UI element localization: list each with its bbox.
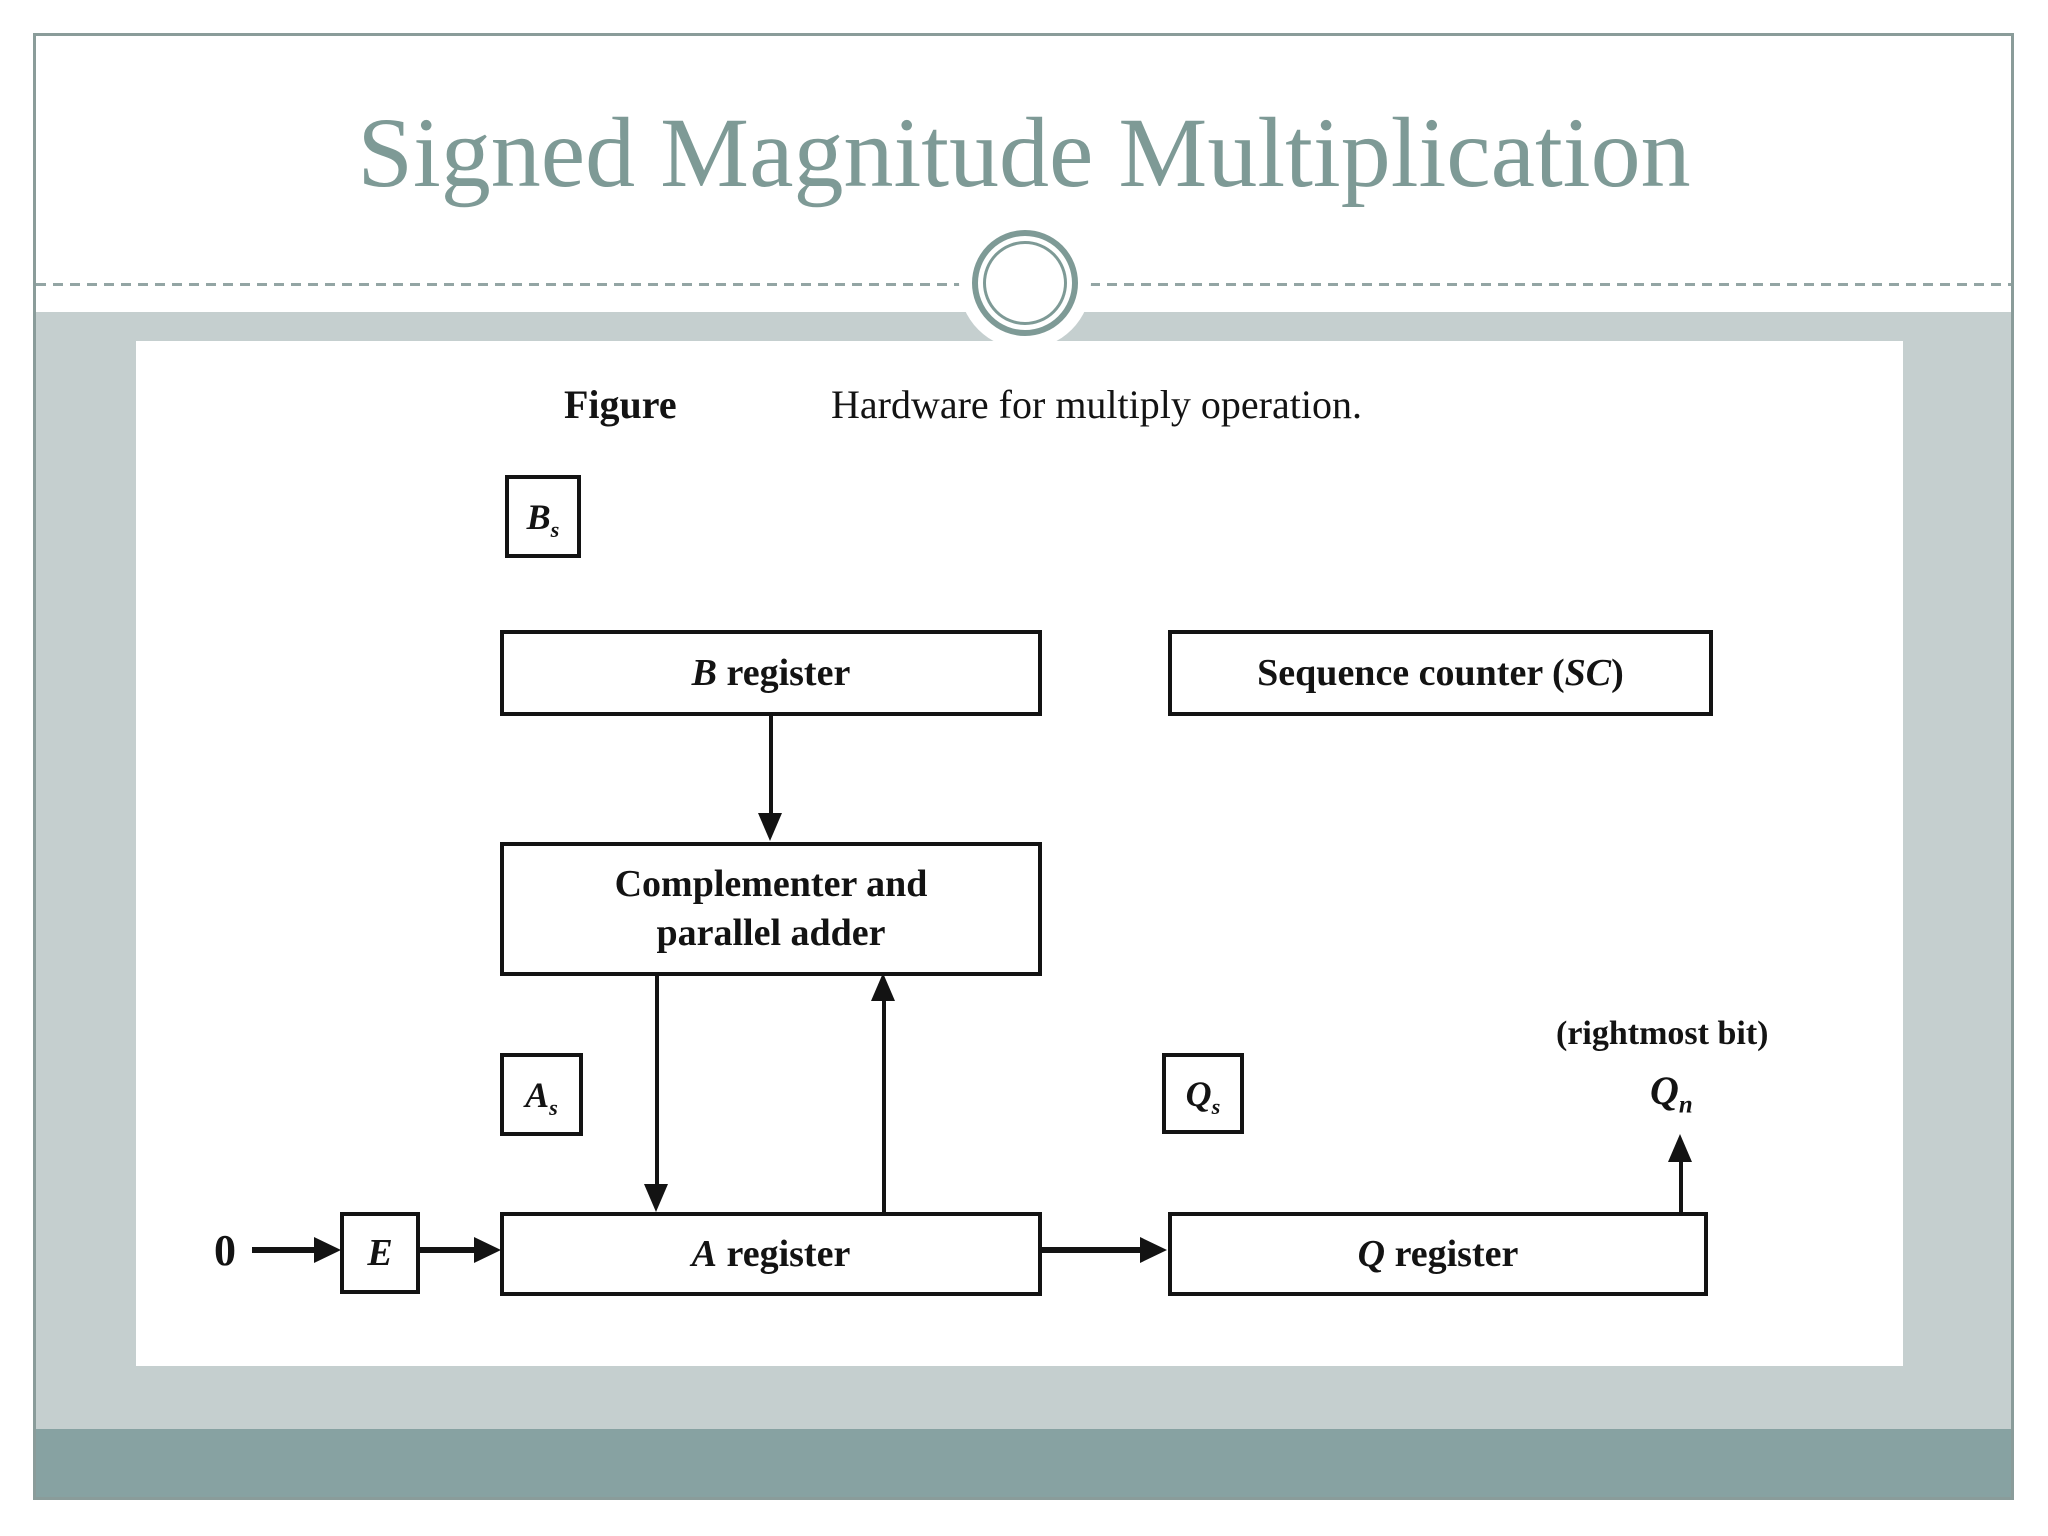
arrow-e-to-areg-head xyxy=(474,1237,501,1263)
complementer-line1: Complementer and xyxy=(614,862,928,905)
bs-label: Bs xyxy=(526,496,560,542)
q-register-letter: Q xyxy=(1357,1233,1386,1275)
figure-caption-label: Figure xyxy=(564,382,677,427)
arrow-adder-to-areg-head xyxy=(644,1184,668,1212)
a-register-box: A register xyxy=(500,1212,1042,1296)
b-register-rest: register xyxy=(717,652,851,694)
qn-label: Qn xyxy=(1650,1067,1693,1118)
e-flipflop-box: E xyxy=(340,1212,420,1294)
b-register-letter: B xyxy=(691,652,718,694)
divider-ornament-inner-ring xyxy=(983,241,1067,325)
q-register-rest: register xyxy=(1385,1233,1519,1275)
as-subscript: s xyxy=(549,1094,558,1120)
arrow-zero-to-e-head xyxy=(314,1237,341,1263)
sc-label-em: SC xyxy=(1564,652,1612,694)
arrow-areg-to-adder-shaft xyxy=(882,999,886,1212)
sequence-counter-box: Sequence counter (SC) xyxy=(1168,630,1713,716)
figure-caption-text: Hardware for multiply operation. xyxy=(831,382,1362,427)
sc-label-post: ) xyxy=(1611,652,1624,694)
as-letter: A xyxy=(525,1074,550,1115)
bs-sign-box: Bs xyxy=(505,475,581,558)
zero-input-label: 0 xyxy=(214,1226,236,1275)
arrow-e-to-areg-shaft xyxy=(420,1247,476,1253)
e-letter: E xyxy=(367,1232,393,1274)
slide-border-frame xyxy=(33,33,2014,1500)
q-register-label: Q register xyxy=(1358,1232,1519,1276)
qn-letter: Q xyxy=(1650,1068,1679,1113)
bottom-accent-band xyxy=(36,1429,2011,1497)
arrow-areg-to-qreg-shaft xyxy=(1042,1247,1142,1253)
arrow-areg-to-qreg-head xyxy=(1140,1237,1167,1263)
sc-label-pre: Sequence counter ( xyxy=(1257,652,1565,694)
sequence-counter-label: Sequence counter (SC) xyxy=(1257,651,1624,695)
q-register-box: Q register xyxy=(1168,1212,1708,1296)
rightmost-bit-annotation: (rightmost bit) xyxy=(1556,1015,1769,1052)
b-register-label: B register xyxy=(692,651,851,695)
b-register-box: B register xyxy=(500,630,1042,716)
bs-letter: B xyxy=(526,496,551,537)
qs-subscript: s xyxy=(1211,1093,1221,1119)
slide-title: Signed Magnitude Multiplication xyxy=(357,97,1691,208)
a-register-rest: register xyxy=(717,1233,851,1275)
arrow-adder-to-areg-shaft xyxy=(655,975,659,1189)
arrow-breg-to-adder-shaft xyxy=(769,713,773,817)
qs-letter: Q xyxy=(1185,1073,1212,1114)
arrow-areg-to-adder-head xyxy=(871,973,895,1001)
qs-sign-box: Qs xyxy=(1162,1053,1244,1134)
figure-panel: Figure Hardware for multiply operation. … xyxy=(136,341,1903,1366)
a-register-letter: A xyxy=(691,1233,718,1275)
complementer-adder-box: Complementer and parallel adder xyxy=(500,842,1042,976)
as-label: As xyxy=(525,1074,558,1120)
arrow-breg-to-adder-head xyxy=(758,813,782,841)
arrow-qreg-to-qn-head xyxy=(1668,1134,1692,1162)
complementer-line2: parallel adder xyxy=(656,912,886,954)
arrow-qreg-to-qn-shaft xyxy=(1679,1160,1683,1212)
as-sign-box: As xyxy=(500,1053,583,1136)
a-register-label: A register xyxy=(692,1232,851,1276)
qs-label: Qs xyxy=(1185,1073,1221,1119)
bs-subscript: s xyxy=(550,516,560,542)
arrow-zero-to-e-shaft xyxy=(252,1247,316,1253)
qn-subscript: n xyxy=(1678,1091,1693,1119)
